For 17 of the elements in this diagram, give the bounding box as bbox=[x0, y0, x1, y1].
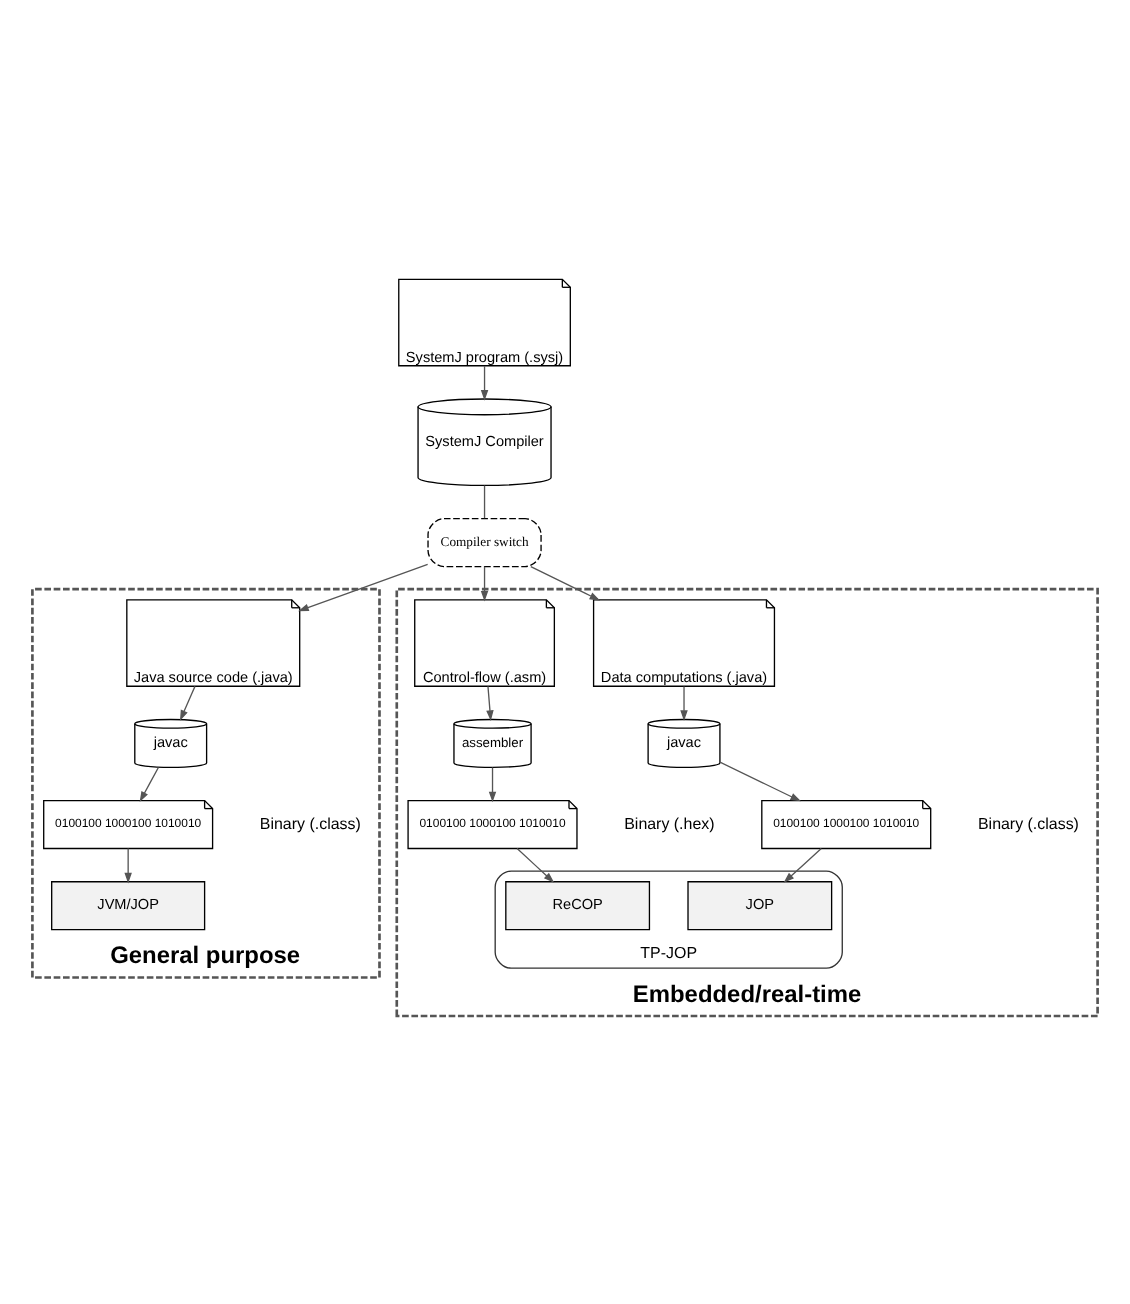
arrow bbox=[480, 364, 489, 400]
node-box: JOP bbox=[687, 880, 833, 930]
arrow bbox=[480, 564, 489, 601]
arrow bbox=[719, 760, 802, 801]
arrow bbox=[783, 846, 822, 882]
arrow bbox=[124, 846, 132, 883]
arrow bbox=[488, 765, 497, 802]
node-box: JVM/JOP bbox=[51, 880, 206, 930]
arrow bbox=[486, 684, 494, 720]
arrow bbox=[530, 564, 601, 600]
arrow bbox=[179, 684, 196, 720]
connector bbox=[483, 483, 486, 518]
arrow bbox=[139, 765, 160, 802]
arrow bbox=[298, 562, 429, 611]
node-box: ReCOP bbox=[505, 880, 651, 930]
arrow bbox=[680, 684, 688, 720]
arrow bbox=[516, 846, 555, 882]
